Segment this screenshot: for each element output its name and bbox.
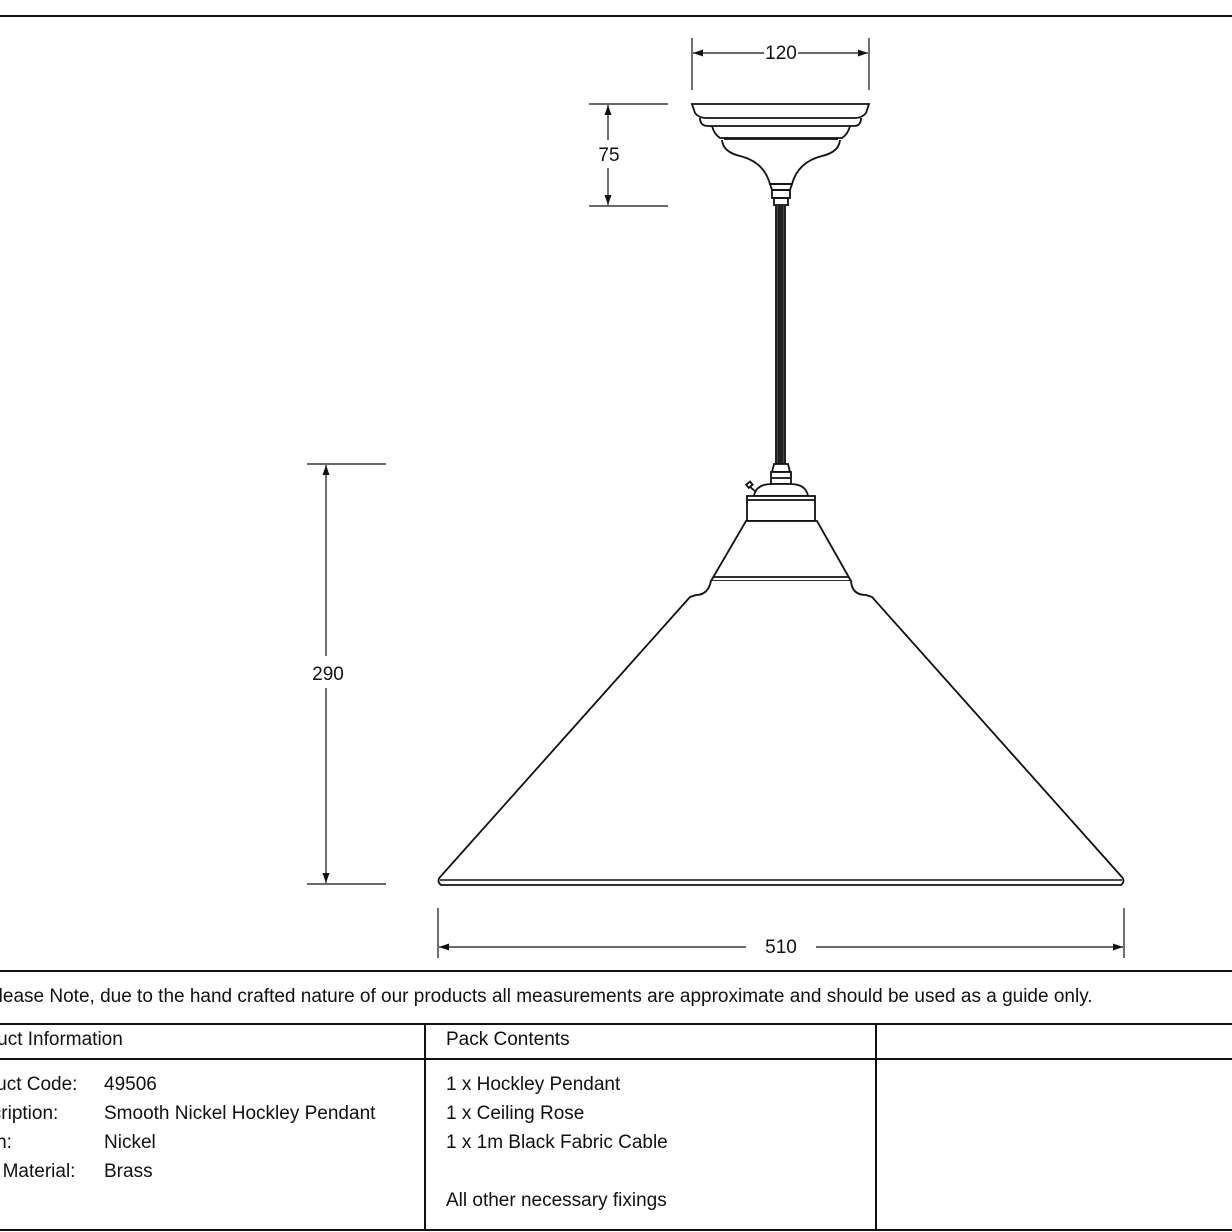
base-material-value: Brass xyxy=(104,1161,153,1182)
description-label: Description: xyxy=(0,1103,59,1124)
shade-collar xyxy=(709,520,853,582)
base-material-label: Base Material: xyxy=(0,1161,76,1182)
dimension-shade-height: 290 xyxy=(307,463,386,885)
dim-label-shade-height: 290 xyxy=(312,664,344,685)
dimension-rose-height: 75 xyxy=(589,103,668,207)
fabric-cable xyxy=(775,206,786,464)
product-code-label: Product Code: xyxy=(0,1074,78,1095)
dimension-rose-width: 120 xyxy=(691,38,870,90)
pack-item: 1 x 1m Black Fabric Cable xyxy=(446,1132,668,1153)
pendant-shade xyxy=(437,580,1125,886)
dim-label-rose-height: 75 xyxy=(598,145,619,166)
pack-item: 1 x Ceiling Rose xyxy=(446,1103,585,1124)
product-info-header: Product Information xyxy=(0,1029,123,1050)
pack-item: 1 x Hockley Pendant xyxy=(446,1074,621,1095)
dim-label-shade-width: 510 xyxy=(765,937,797,958)
pack-contents-header: Pack Contents xyxy=(446,1029,570,1050)
description-value: Smooth Nickel Hockley Pendant xyxy=(104,1103,376,1124)
pendant-drawing: 120 75 xyxy=(0,15,1232,958)
note-top-rule xyxy=(0,970,1232,972)
measurement-note: Please Note, due to the hand crafted nat… xyxy=(0,986,1093,1007)
dim-label-rose-width: 120 xyxy=(765,43,797,64)
finish-label: Finish: xyxy=(0,1132,12,1153)
lamp-holder xyxy=(744,463,816,522)
table-divider-1 xyxy=(424,1023,426,1231)
table-top-rule xyxy=(0,1023,1232,1025)
table-divider-2 xyxy=(875,1023,877,1231)
finish-value: Nickel xyxy=(104,1132,156,1153)
table-bottom-rule xyxy=(0,1229,1232,1231)
table-header-rule xyxy=(0,1058,1232,1060)
dimension-shade-width: 510 xyxy=(437,908,1125,958)
ceiling-rose xyxy=(690,103,871,206)
product-code-value: 49506 xyxy=(104,1074,157,1095)
pack-footer: All other necessary fixings xyxy=(446,1190,667,1211)
